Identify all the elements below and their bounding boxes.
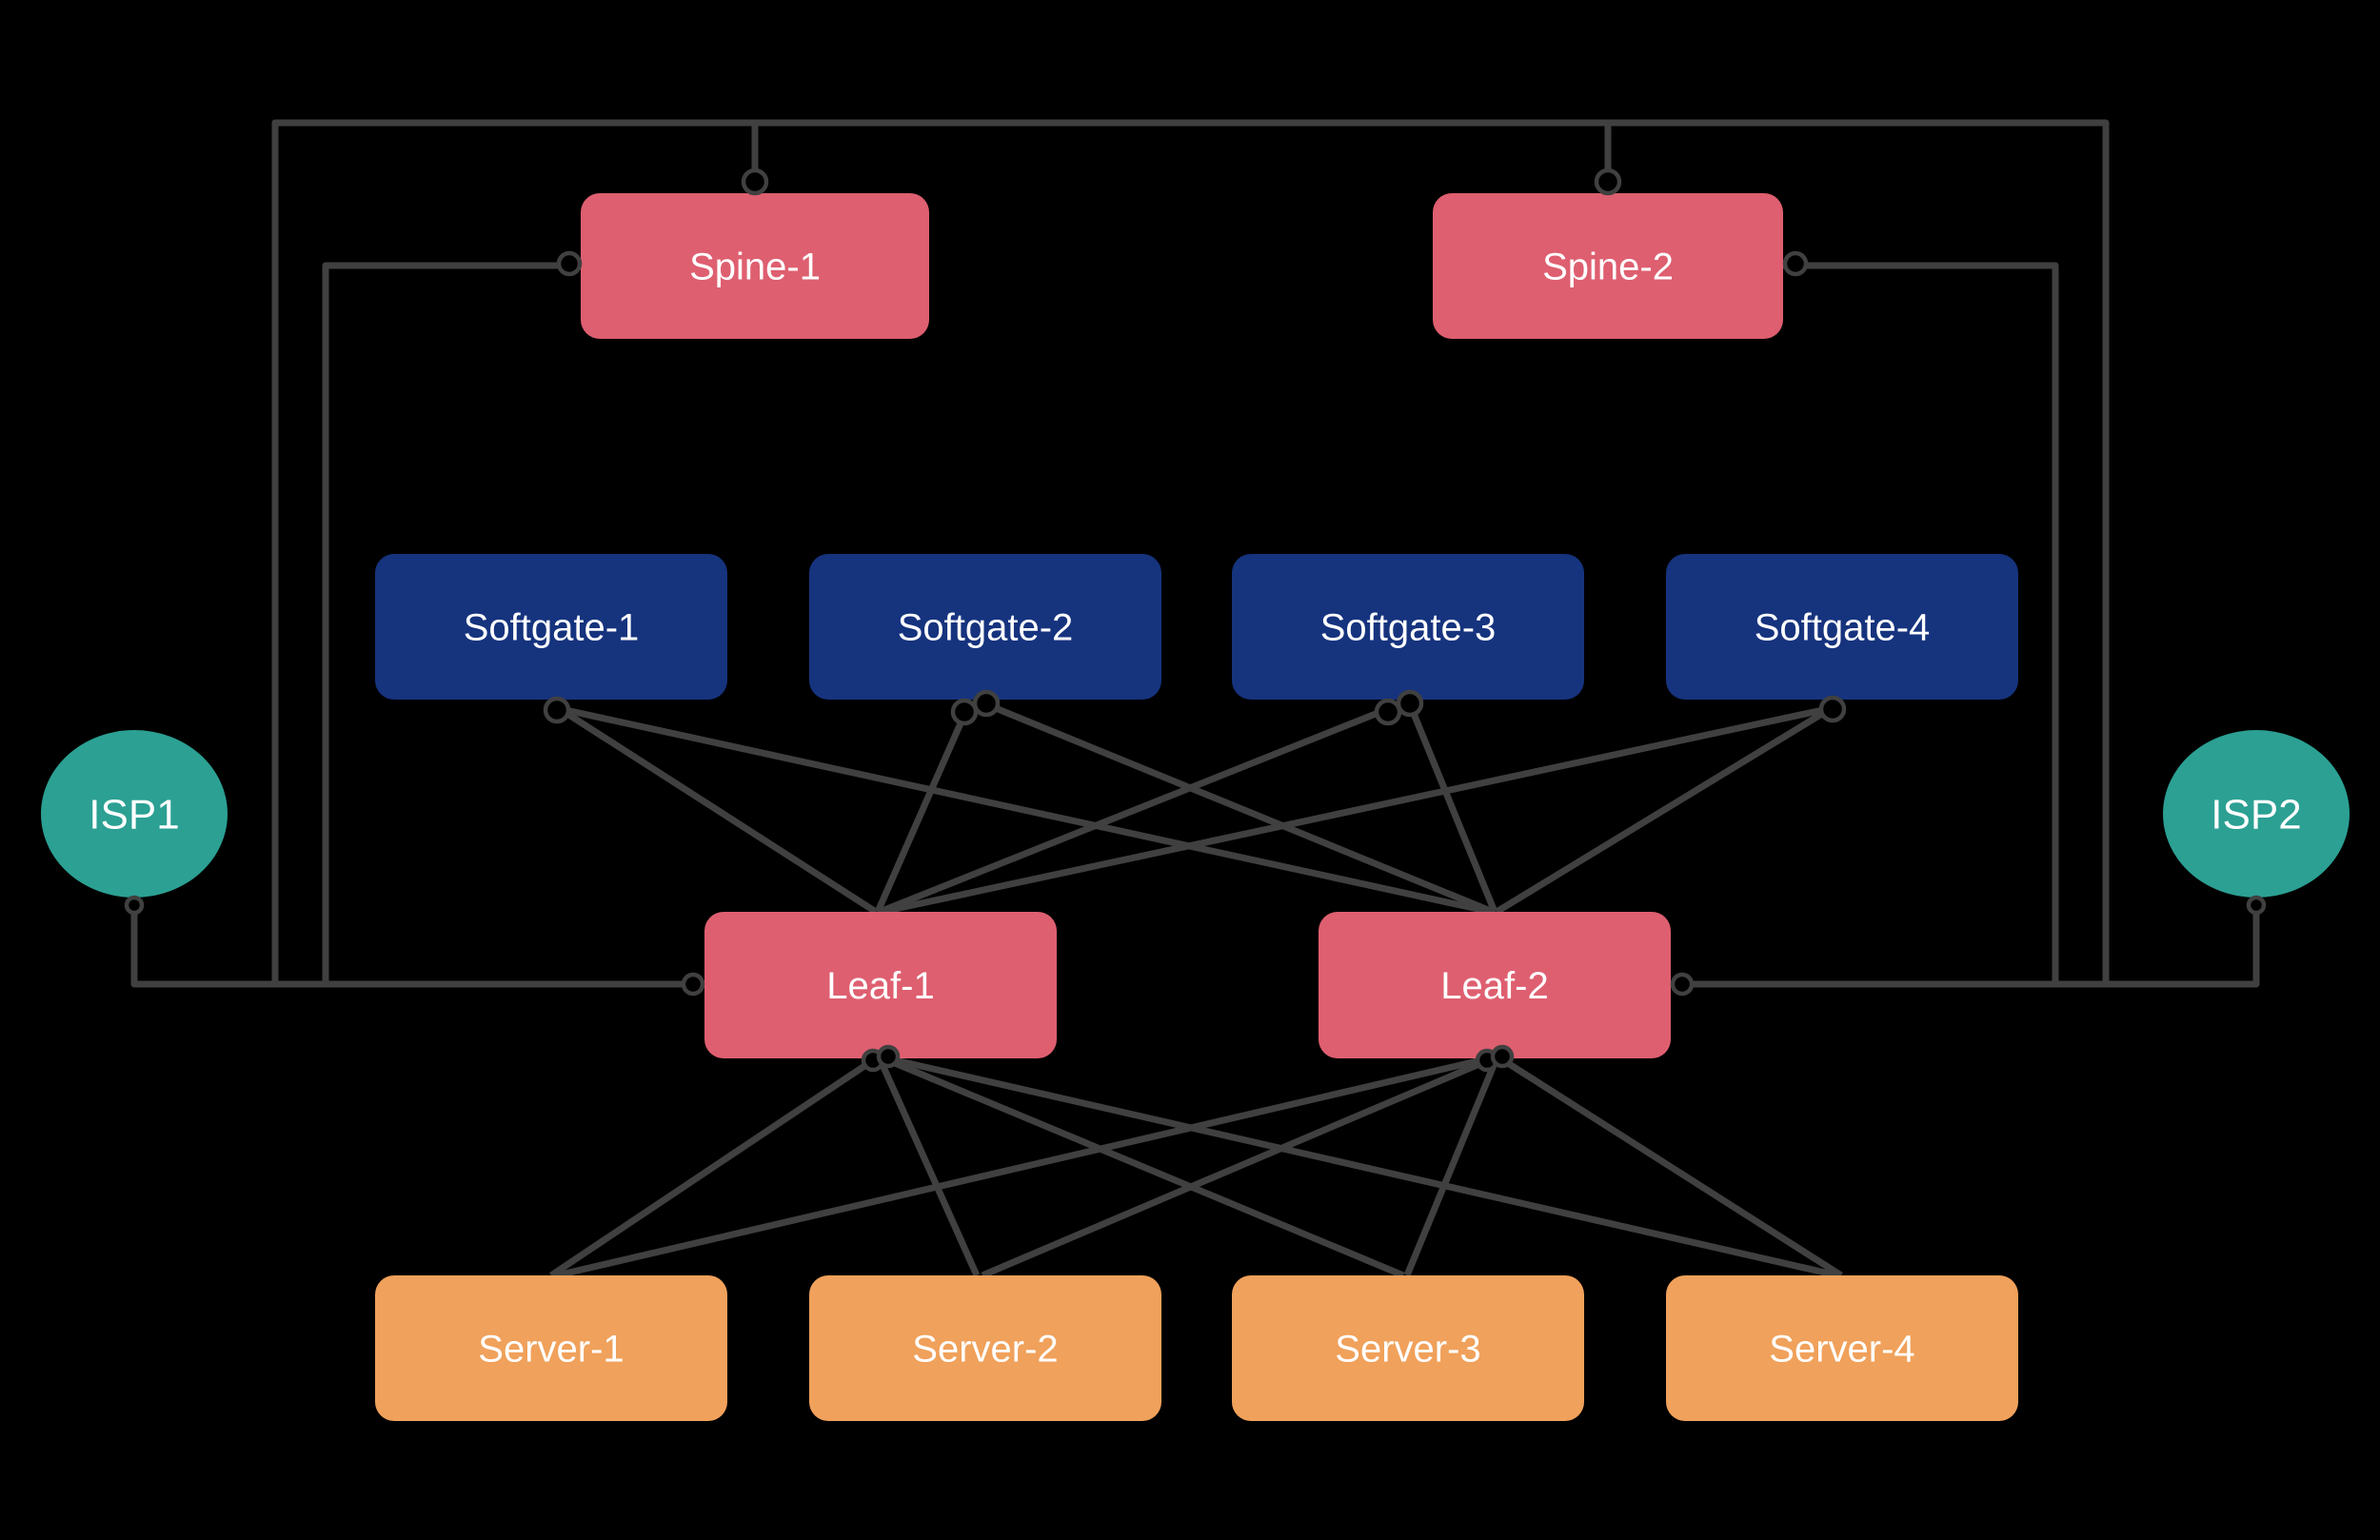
edge-leaf2-server4 (1498, 1056, 1843, 1278)
node-isp2[interactable]: ISP2 (2163, 730, 2350, 898)
softgate2-bottom-port-b (972, 689, 1001, 718)
edge-isp1-leaf1 (130, 898, 704, 988)
node-leaf-2-shape[interactable] (1319, 912, 1671, 1058)
edge-leaf1-server2 (876, 1056, 981, 1277)
node-softgate-2-shape[interactable] (809, 554, 1161, 700)
node-leaf-1[interactable]: Leaf-1 (704, 912, 1057, 1058)
node-server-2-shape[interactable] (809, 1275, 1161, 1421)
isp1-bottom-port (124, 895, 145, 916)
node-softgate-4-shape[interactable] (1666, 554, 2018, 700)
edge-softgate4-leaf1 (881, 704, 1833, 916)
node-server-4-shape[interactable] (1666, 1275, 2018, 1421)
node-server-2[interactable]: Server-2 (809, 1275, 1161, 1421)
softgate3-bottom-port-a (1374, 698, 1402, 726)
softgate4-bottom-port (1818, 695, 1847, 723)
softgate2-bottom-port-a (950, 698, 979, 726)
edge-softgate2-leaf2 (984, 701, 1495, 916)
node-server-1[interactable]: Server-1 (375, 1275, 727, 1421)
spine1-left-port (556, 250, 583, 277)
spine2-right-port (1782, 250, 1809, 277)
node-softgate-2[interactable]: Softgate-2 (809, 554, 1161, 700)
edge-softgate2-leaf1 (874, 706, 971, 914)
node-isp2-shape[interactable] (2163, 730, 2350, 898)
node-spine-2-shape[interactable] (1433, 193, 1783, 339)
edge-softgate3-leaf1 (878, 704, 1392, 916)
edge-softgate1-leaf2 (556, 704, 1492, 916)
edge-leaf2-server3 (1403, 1056, 1500, 1277)
node-isp1[interactable]: ISP1 (41, 730, 228, 898)
node-server-4[interactable]: Server-4 (1666, 1275, 2018, 1421)
node-softgate-3[interactable]: Softgate-3 (1232, 554, 1584, 700)
spine2-top-port (1594, 168, 1622, 196)
node-isp1-shape[interactable] (41, 730, 228, 898)
leaf1-bottom-port-b (876, 1044, 901, 1069)
edge-spine1-leaf2 (751, 119, 2110, 988)
edge-leaf2-server1 (556, 1055, 1490, 1279)
node-spine-1-shape[interactable] (581, 193, 929, 339)
spine1-top-port (741, 168, 769, 196)
node-softgate-1-shape[interactable] (375, 554, 727, 700)
node-leaf-2[interactable]: Leaf-2 (1319, 912, 1671, 1058)
isp2-bottom-port (2246, 895, 2267, 916)
softgate1-bottom-port (543, 696, 571, 724)
node-spine-1[interactable]: Spine-1 (581, 193, 929, 339)
node-server-3[interactable]: Server-3 (1232, 1275, 1584, 1421)
edge-softgate3-leaf2 (1406, 702, 1498, 914)
edge-leaf2-server2 (981, 1055, 1495, 1279)
leaf1-left-port (681, 972, 705, 997)
node-softgate-3-shape[interactable] (1232, 554, 1584, 700)
edge-softgate1-leaf1 (552, 702, 878, 915)
node-softgate-4[interactable]: Softgate-4 (1666, 554, 2018, 700)
node-spine-2[interactable]: Spine-2 (1433, 193, 1783, 339)
edge-spine2-leaf1 (271, 119, 1612, 988)
softgate3-bottom-port-b (1396, 689, 1424, 718)
edge-isp2-leaf2 (1671, 898, 2260, 988)
edge-leaf1-server4 (886, 1055, 1838, 1279)
node-server-1-shape[interactable] (375, 1275, 727, 1421)
node-leaf-1-shape[interactable] (704, 912, 1057, 1058)
edge-leaf1-server3 (882, 1055, 1405, 1279)
node-softgate-1[interactable]: Softgate-1 (375, 554, 727, 700)
edge-leaf1-server1 (549, 1056, 878, 1278)
leaf2-bottom-port-b (1490, 1044, 1515, 1069)
node-server-3-shape[interactable] (1232, 1275, 1584, 1421)
edge-softgate4-leaf2 (1495, 703, 1836, 915)
leaf2-right-port (1670, 972, 1695, 997)
